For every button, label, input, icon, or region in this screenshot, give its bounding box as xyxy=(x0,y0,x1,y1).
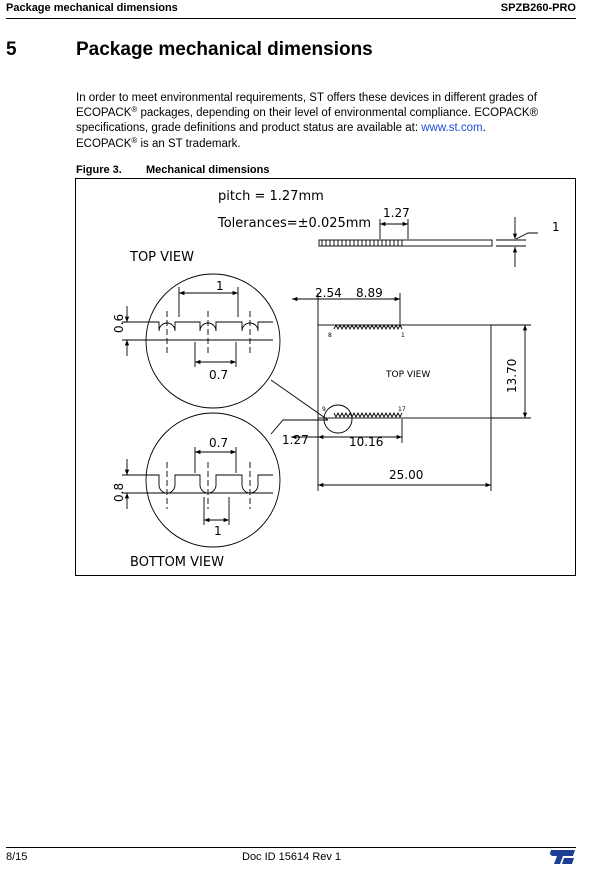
module-top-pins xyxy=(333,323,403,331)
dim-side-leader xyxy=(496,232,538,247)
running-header-part: SPZB260-PRO xyxy=(500,2,576,14)
label-module-top-view: TOP VIEW xyxy=(385,370,430,380)
para-text-2: packages, depending on their level of en… xyxy=(76,107,539,135)
label-889: 8.89 xyxy=(356,286,383,300)
running-header-title: Package mechanical dimensions xyxy=(6,2,178,14)
module-detail-marker xyxy=(323,404,353,434)
label-top-1: 1 xyxy=(216,279,224,293)
para-text-4: ECOPACK xyxy=(76,137,132,150)
label-pitch: pitch = 1.27mm xyxy=(218,189,324,204)
label-top-06: 0.6 xyxy=(112,314,126,333)
label-bot-07: 0.7 xyxy=(209,436,228,450)
mechanical-drawing: pitch = 1.27mm Tolerances=±0.025mm 1.27 … xyxy=(75,178,576,576)
header-rule xyxy=(6,18,576,19)
doc-id: Doc ID 15614 Rev 1 xyxy=(242,851,342,863)
label-bot-08: 0.8 xyxy=(112,483,126,502)
label-pin-9: 9 xyxy=(322,406,326,413)
bottom-detail-centerlines xyxy=(166,462,251,509)
label-127-mid: 1.27 xyxy=(282,433,309,447)
top-detail-pads xyxy=(156,321,273,341)
label-top-view: TOP VIEW xyxy=(129,250,194,265)
bottom-detail-circle xyxy=(145,412,281,548)
label-1016: 10.16 xyxy=(349,435,383,449)
section-number: 5 xyxy=(6,39,17,60)
section-title: Package mechanical dimensions xyxy=(76,39,373,60)
label-bottom-view: BOTTOM VIEW xyxy=(130,555,224,570)
figure-title: Mechanical dimensions xyxy=(146,164,270,176)
label-2500: 25.00 xyxy=(389,468,423,482)
top-detail-circle xyxy=(145,273,281,409)
label-side-1: 1 xyxy=(552,220,560,234)
label-top-07: 0.7 xyxy=(209,368,228,382)
module-outline xyxy=(317,324,492,419)
st-logo-icon xyxy=(548,849,576,870)
intro-paragraph: In order to meet environmental requireme… xyxy=(76,91,576,152)
label-254: 2.54 xyxy=(315,286,342,300)
figure-caption: Figure 3. Mechanical dimensions xyxy=(76,164,269,176)
para-text-5: is an ST trademark. xyxy=(137,137,241,150)
module-bottom-pins xyxy=(333,411,403,419)
label-side-127: 1.27 xyxy=(383,206,410,220)
label-bot-1: 1 xyxy=(214,524,222,538)
label-tolerances: Tolerances=±0.025mm xyxy=(217,216,371,231)
para-text-1: In order to meet environmental requireme… xyxy=(76,92,537,120)
para-text-3: . xyxy=(482,122,486,135)
drawing-svg: pitch = 1.27mm Tolerances=±0.025mm 1.27 … xyxy=(112,189,560,570)
top-detail-centerlines xyxy=(166,311,251,356)
footer-rule xyxy=(6,847,576,848)
figure-number: Figure 3. xyxy=(76,164,122,176)
side-view-pins xyxy=(321,240,403,246)
page-number: 8/15 xyxy=(6,851,28,863)
st-website-link[interactable]: www.st.com xyxy=(421,122,483,135)
registered-mark-2: ® xyxy=(131,135,138,145)
label-1370: 13.70 xyxy=(505,359,519,393)
detail-leaders xyxy=(270,379,329,435)
registered-mark: ® xyxy=(131,105,138,115)
bottom-detail-pads xyxy=(156,474,273,494)
label-pin-1: 1 xyxy=(401,332,405,339)
side-view-body xyxy=(318,239,493,247)
label-pin-8: 8 xyxy=(328,332,332,339)
label-pin-17: 17 xyxy=(398,406,406,413)
